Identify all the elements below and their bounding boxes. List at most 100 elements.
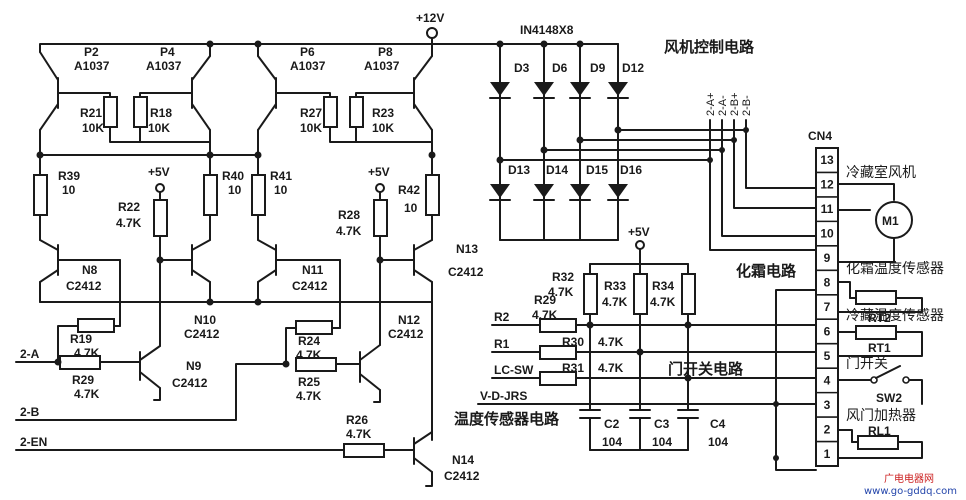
r25-ref: R25 [298,375,320,389]
diode-d12 [607,82,629,99]
r34-ref: R34 [652,279,674,293]
r18-ref: R18 [150,106,172,120]
n11-ref: N11 [302,263,324,277]
sw2-label: SW2 [876,391,902,405]
r24-ref: R24 [298,334,320,348]
watermark: 广电电器网 www.go-gddq.com [864,472,957,497]
diode-d9 [569,82,591,99]
c4-ref: C4 [710,417,726,431]
r39-ref: R39 [58,169,80,183]
label-defrost-sensor: 化霜温度传感器 [846,260,944,277]
rt2-label: RT2 [868,311,891,325]
input-lcsw: LC-SW [494,363,534,377]
p8-ref: P8 [378,45,393,59]
d12-label: D12 [622,61,644,75]
r31-ref: R31 [562,361,584,375]
n12-part: C2412 [388,327,424,341]
r42-ref: R42 [398,183,420,197]
d9-label: D9 [590,61,606,75]
label-fridge-fan: 冷藏室风机 [846,164,916,181]
r27-val: 10K [300,121,322,135]
r21-ref: R21 [80,106,102,120]
r22-5v-label: +5V [148,165,170,179]
cn4-pin-5: 5 [824,349,831,363]
c2-val: 104 [602,435,622,449]
line-2a-plus: 2-A+ [705,92,717,116]
transistor-n10: N10 C2412 [159,239,220,341]
r19-ref: R19 [70,332,92,346]
cn4-pin-13: 13 [820,153,834,167]
label-door-switch: 门开关 [846,356,888,372]
r29-ref: R29 [72,373,94,387]
r22-ref: R22 [118,200,140,214]
r23-ref: R23 [372,106,394,120]
r42-val: 10 [404,201,418,215]
cn4-label: CN4 [808,129,832,143]
input-r2: R2 [494,310,510,324]
diode-d14 [533,184,555,201]
diode-d15 [569,184,591,201]
h-bridge-left: P2 A1037 P4 A1037 R21 10K R18 10K [15,43,259,401]
cn4-pin-9: 9 [824,251,831,265]
input-vdjrs: V-D-JRS [480,389,527,403]
r28-5v-label: +5V [368,165,390,179]
input-2en: 2-EN [20,435,47,449]
p6-part: A1037 [290,59,326,73]
r23-val: 10K [372,121,394,135]
cn4-pin-1: 1 [824,447,831,461]
r25-val: 4.7K [296,389,322,403]
r33-val: 4.7K [602,295,628,309]
p2-ref: P2 [84,45,99,59]
r29-val: 4.7K [74,387,100,401]
n9-part: C2412 [172,376,208,390]
title-fan-control: 风机控制电路 [664,38,755,56]
loads: 冷藏室风机 M1 化霜温度传感器 RT2 冷藏温度传感器 RT1 门开关 SW2… [837,164,944,459]
r39-val: 10 [62,183,76,197]
line-2a-minus: 2-A- [717,95,729,116]
cn4-pin-8: 8 [824,276,831,290]
watermark-line2: www.go-gddq.com [864,486,957,497]
title-temp-sensor: 温度传感器电路 [454,410,560,428]
sensor-network: +5V R32 4.7K R33 4.7K R34 4.7K R2 R29 4.… [454,225,817,451]
cn4-pin-4: 4 [824,373,831,387]
capacitor-c2 [579,409,601,451]
d6-label: D6 [552,61,568,75]
cn4-pin-11: 11 [821,202,834,216]
r28-ref: R28 [338,208,360,222]
input-2b: 2-B [20,405,40,419]
c2-ref: C2 [604,417,620,431]
cn4-pin-10: 10 [820,227,834,241]
r32-ref: R32 [552,270,574,284]
r41-ref: R41 [270,169,292,183]
rl1-label: RL1 [868,424,891,438]
enable-stage: 2-EN R26 4.7K N14 C2412 [15,301,480,487]
rt1-label: RT1 [868,341,891,355]
r30-ref: R30 [562,335,584,349]
input-r1: R1 [494,337,510,351]
cn4-pin-3: 3 [824,398,831,412]
p6-ref: P6 [300,45,315,59]
r40-val: 10 [228,183,242,197]
cn4-pin-12: 12 [820,178,834,192]
label-damper-heater: 风门加热器 [846,408,916,424]
n13-part: C2412 [448,265,484,279]
motor-m1: M1 [882,214,899,228]
d14-label: D14 [546,163,568,177]
diode-d16 [607,184,629,201]
diode-d6 [533,82,555,99]
line-2b-plus: 2-B+ [729,92,741,116]
p8-part: A1037 [364,59,400,73]
r22-val: 4.7K [116,216,142,230]
transistor-n8: N8 C2412 [39,239,121,303]
n8-ref: N8 [82,263,98,277]
r18-val: 10K [148,121,170,135]
p4-part: A1037 [146,59,182,73]
line-2b-minus: 2-B- [741,95,753,116]
p4-ref: P4 [160,45,175,59]
r30-val: 4.7K [598,335,624,349]
n9-ref: N9 [186,359,202,373]
sensor-5v-label: +5V [628,225,650,239]
